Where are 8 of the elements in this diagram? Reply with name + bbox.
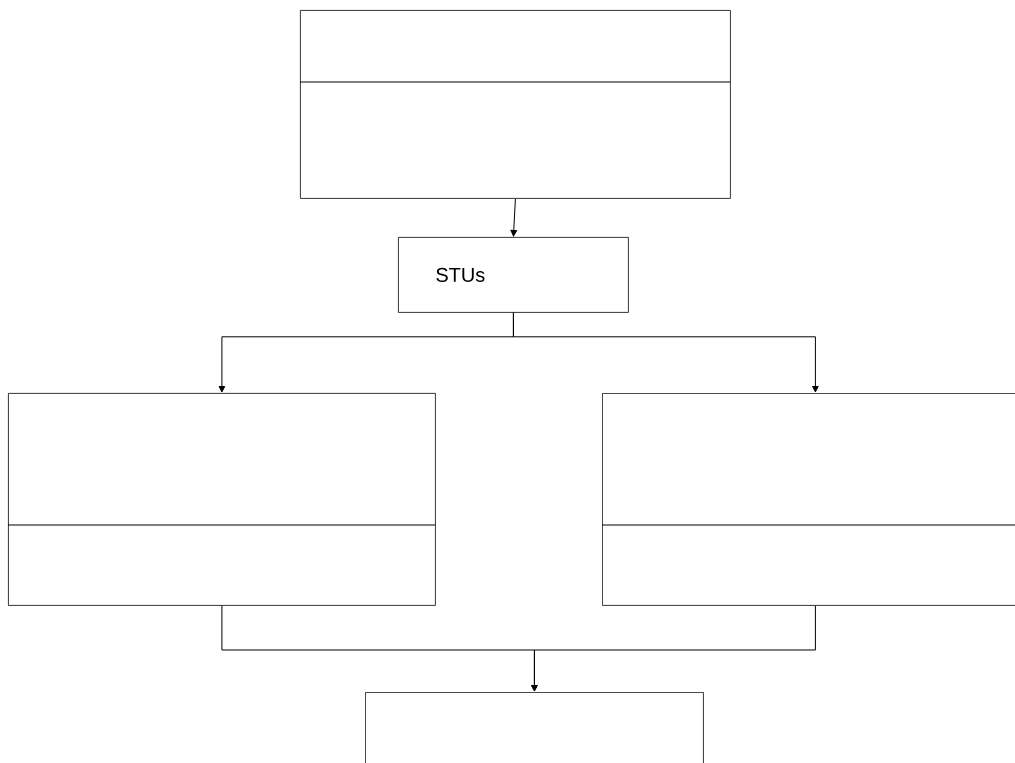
arrow — [531, 605, 816, 692]
empty-box — [300, 10, 731, 199]
empty-box — [365, 692, 704, 763]
arrow — [512, 312, 819, 393]
empty-box — [8, 393, 436, 606]
arrow — [510, 198, 518, 237]
label-box: STUs — [398, 237, 629, 313]
empty-box — [602, 393, 1015, 606]
